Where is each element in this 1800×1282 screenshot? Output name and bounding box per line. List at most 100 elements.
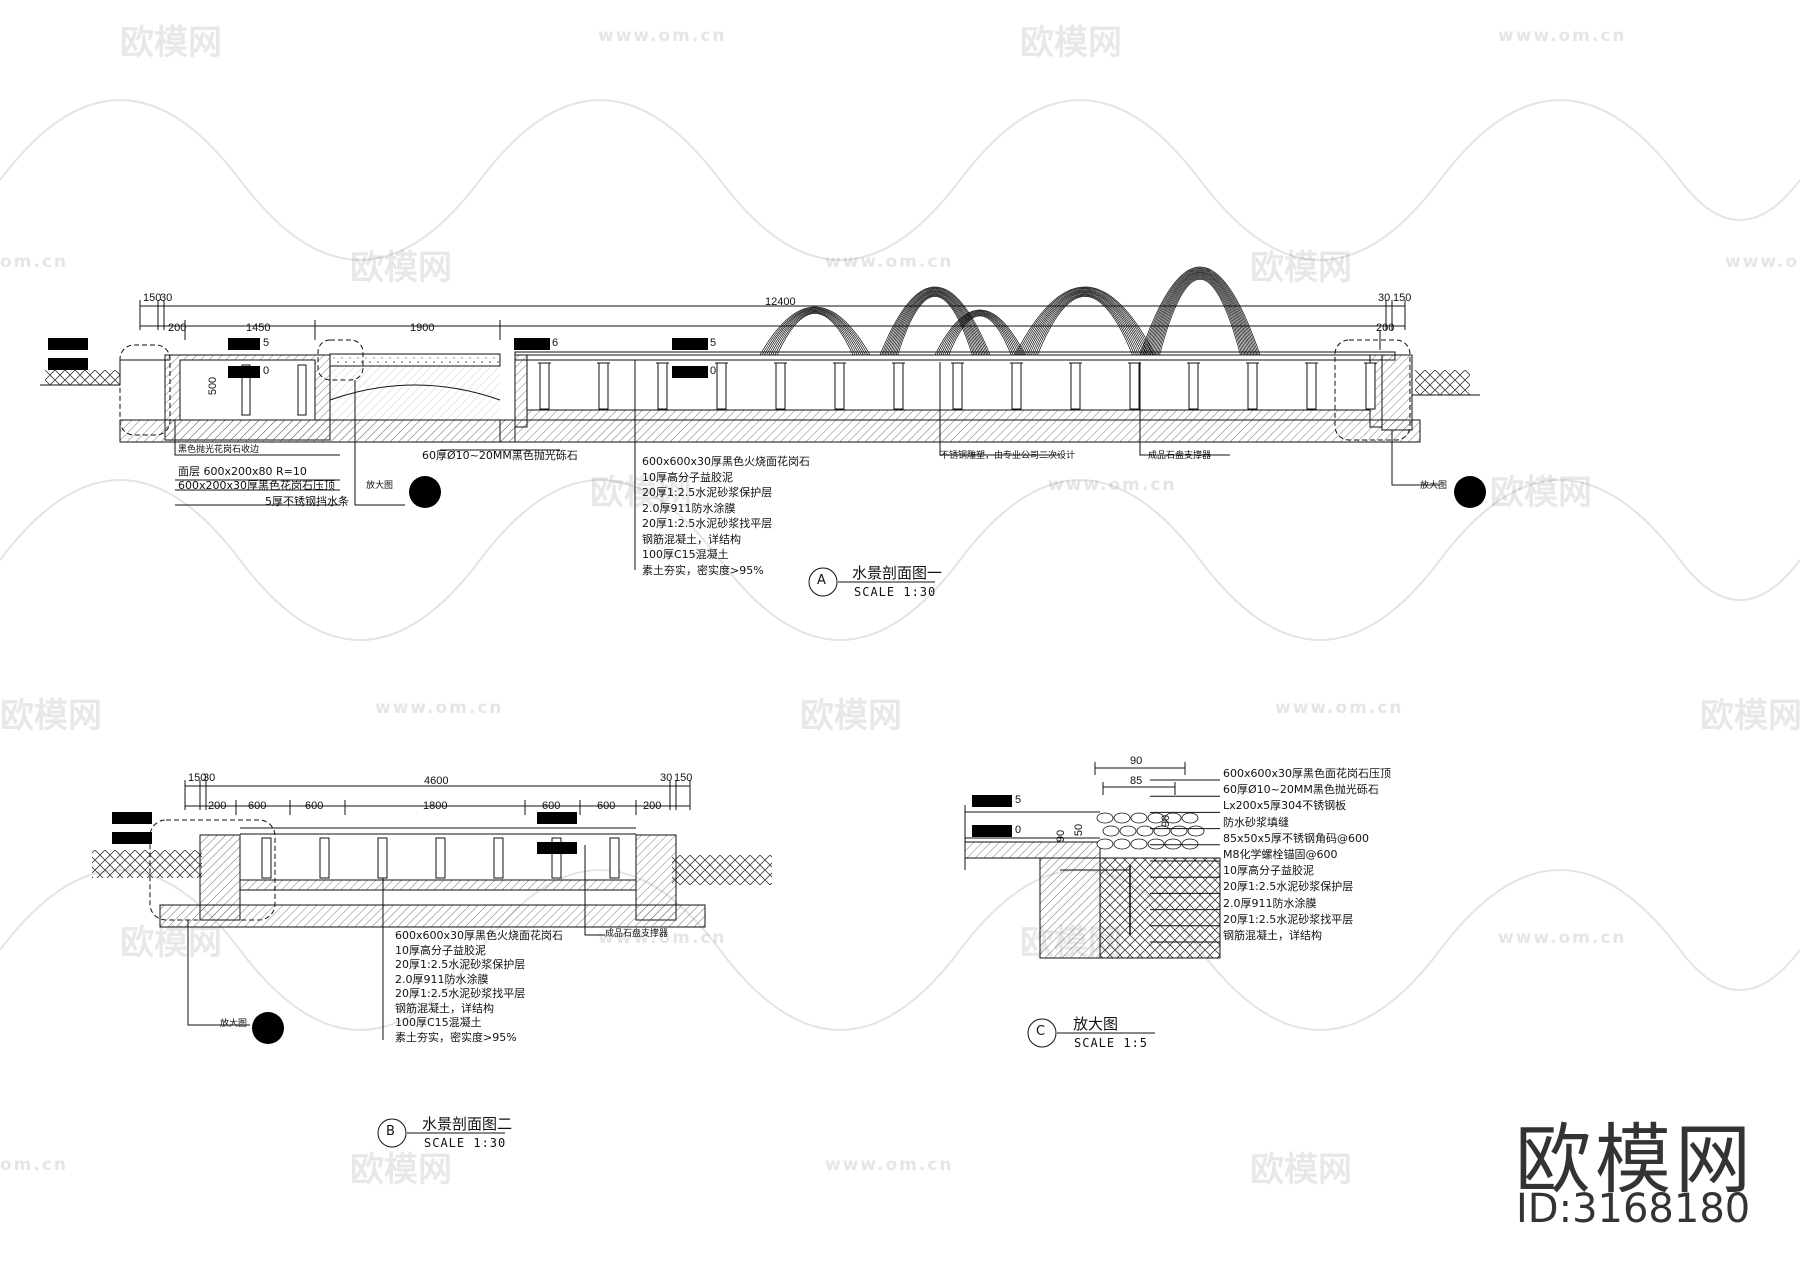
dim-c-90-right: 90: [1160, 814, 1173, 828]
callout-label-a-left: 放大图: [366, 481, 394, 491]
watermark-logo: 欧模网: [1020, 23, 1122, 63]
brand-id: ID:3168180: [1516, 1186, 1751, 1232]
section-a-linework: [40, 300, 1480, 570]
column: [539, 362, 550, 410]
dim-a-150-right: 150: [1393, 292, 1412, 304]
watermark-url: om.cn: [0, 252, 69, 272]
watermark-url: www.om.cn: [1275, 698, 1404, 718]
section-c-scale: SCALE 1:5: [1074, 1036, 1149, 1050]
note-c-layer-1: 60厚Ø10~20MM黑色抛光砾石: [1223, 783, 1379, 797]
section-b-title: 水景剖面图二: [422, 1115, 513, 1133]
watermark-logo: 欧模网: [1490, 473, 1592, 513]
note-a-layer-1: 600x600x30厚黑色火烧面花岗石: [642, 455, 811, 468]
dim-b-200: 200: [208, 800, 227, 812]
dim-c-90-left: 90: [1055, 829, 1068, 843]
callout-dot-b: [252, 1012, 284, 1044]
column: [319, 837, 330, 879]
callout-label-a-right: 放大图: [1420, 481, 1448, 491]
mark-a-3: 6: [552, 337, 559, 349]
note-a-left-2: 600x200x30厚黑色花岗石压顶: [178, 479, 336, 492]
mark-a-5: 0: [710, 365, 717, 377]
dim-c-85: 85: [1130, 775, 1143, 787]
column: [1129, 362, 1140, 410]
dim-b-600-3: 600: [542, 800, 561, 812]
watermark-url: www.om.cn: [1498, 928, 1627, 948]
sculpture-a: [759, 266, 1261, 356]
watermark-url: www.om.cn: [1498, 26, 1627, 46]
note-c-layer-9: 20厚1:2.5水泥砂浆找平层: [1223, 912, 1354, 926]
note-b-support: 成品石盘支撑器: [605, 929, 669, 939]
dim-a-30: 30: [160, 292, 173, 304]
watermark-logo: 欧模网: [1250, 1150, 1352, 1190]
column: [551, 837, 562, 879]
column: [609, 837, 620, 879]
watermark-url: www.om.cn: [825, 1155, 954, 1175]
section-a-letter-circle: [808, 567, 838, 597]
column: [834, 362, 845, 410]
dim-b-600-1: 600: [248, 800, 267, 812]
callout-dot-a-left: [409, 476, 441, 508]
watermark-url: www.om.cn: [825, 252, 954, 272]
note-b-layer-3: 2.0厚911防水涂膜: [395, 972, 489, 986]
dim-a-200: 200: [168, 322, 187, 334]
mark-c-2: 0: [1015, 824, 1022, 836]
dim-c-50: 50: [1073, 823, 1086, 837]
watermark-url: www.om.cn: [598, 26, 727, 46]
dim-b-600-4: 600: [597, 800, 616, 812]
watermark-url: www.om.cn: [375, 698, 504, 718]
mark-c-1: 5: [1015, 794, 1022, 806]
column: [1188, 362, 1199, 410]
dim-a-200-right: 200: [1376, 322, 1395, 334]
redaction-blocks-c: [972, 795, 1012, 837]
dim-b-600-2: 600: [305, 800, 324, 812]
column: [1070, 362, 1081, 410]
watermark-logo: 欧模网: [1700, 696, 1800, 736]
section-b-scale: SCALE 1:30: [424, 1136, 507, 1150]
mark-a-2: 0: [263, 365, 270, 377]
redaction-blocks-b: [112, 812, 577, 854]
brand-logo-text: 欧模网: [1515, 1115, 1755, 1204]
note-a-layer-2: 10厚高分子益胶泥: [642, 470, 733, 484]
dim-b-30: 30: [203, 772, 216, 784]
note-a-layer-8: 素土夯实，密实度>95%: [642, 563, 764, 577]
note-c-layer-8: 2.0厚911防水涂膜: [1223, 896, 1317, 910]
section-c-letter-circle: [1027, 1018, 1057, 1048]
dim-b-200-right: 200: [643, 800, 662, 812]
dim-b-1800: 1800: [423, 800, 448, 812]
dim-a-150: 150: [143, 292, 162, 304]
dim-b-4600: 4600: [424, 775, 449, 787]
note-a-layer-7: 100厚C15混凝土: [642, 548, 729, 561]
watermark-logo: 欧模网: [800, 696, 902, 736]
note-c-layer-10: 钢筋混凝土，详结构: [1223, 929, 1322, 942]
note-a-left-1: 面层 600x200x80 R=10: [178, 465, 307, 478]
note-a-layer-6: 钢筋混凝土，详结构: [642, 532, 741, 546]
note-a-support: 成品石盘支撑器: [1148, 451, 1212, 461]
dim-a-30-right: 30: [1378, 292, 1391, 304]
note-c-layer-0: 600x600x30厚黑色面花岗石压顶: [1223, 767, 1392, 780]
note-a-layer-3: 20厚1:2.5水泥砂浆保护层: [642, 486, 773, 499]
dim-a-1900: 1900: [410, 322, 435, 334]
watermark-logo: 欧模网: [1250, 248, 1352, 288]
note-b-layer-6: 100厚C15混凝土: [395, 1016, 482, 1029]
note-a-layer-5: 20厚1:2.5水泥砂浆找平层: [642, 517, 773, 530]
section-a-title: 水景剖面图一: [852, 564, 943, 582]
note-c-layer-5: M8化学螺栓锚固@600: [1223, 848, 1338, 861]
note-c-layer-7: 20厚1:2.5水泥砂浆保护层: [1223, 880, 1354, 894]
watermark-url: www.om.cn: [1048, 475, 1177, 495]
column: [261, 837, 272, 879]
column: [1365, 362, 1376, 410]
watermark-url: www.om.cn: [598, 928, 727, 948]
redaction-blocks-a: [48, 338, 708, 378]
mark-a-1: 5: [263, 337, 270, 349]
column: [657, 362, 668, 410]
note-b-layer-7: 素土夯实，密实度>95%: [395, 1030, 517, 1044]
column: [775, 362, 786, 410]
note-b-layer-2: 20厚1:2.5水泥砂浆保护层: [395, 958, 526, 971]
note-a-sculpture: 不锈钢雕塑，由专业公司二次设计: [940, 451, 1076, 461]
section-b-letter: B: [386, 1124, 395, 1139]
column: [377, 837, 388, 879]
watermark-logo: 欧模网: [1020, 923, 1122, 963]
note-a-layer-4: 2.0厚911防水涂膜: [642, 501, 736, 515]
